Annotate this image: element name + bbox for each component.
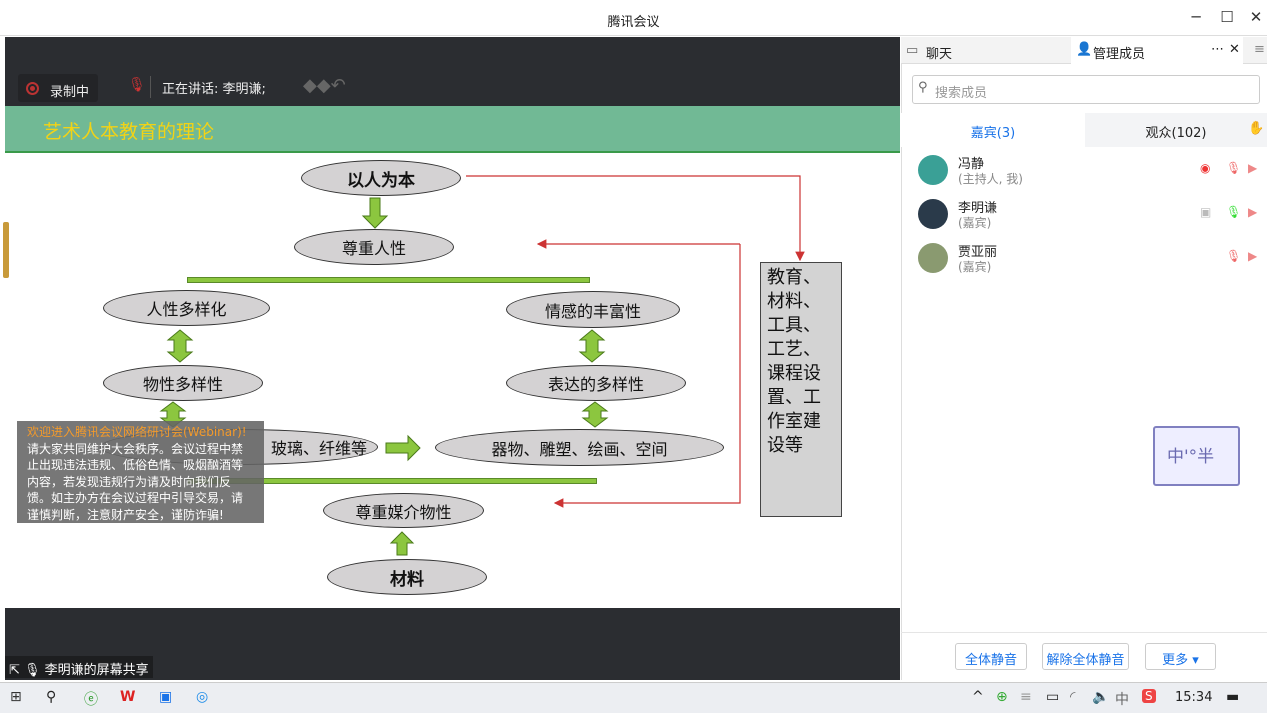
meeting-app-icon[interactable]: ▣ <box>159 689 173 705</box>
member-name: 冯静 <box>958 157 985 172</box>
wifi-icon[interactable]: ◜ <box>1070 689 1076 705</box>
node-respect-media: 尊重媒介物性 <box>323 493 484 528</box>
search-icon[interactable]: ⚲ <box>46 689 57 705</box>
tab-guests[interactable]: 嘉宾(3) <box>901 113 1085 147</box>
green-double-arrow <box>166 329 194 363</box>
notice-heading: 欢迎进入腾讯会议网络研讨会(Webinar)! <box>27 425 247 439</box>
raise-hand-icon[interactable]: ✋ <box>1248 121 1265 136</box>
node-human-diversity: 人性多样化 <box>103 290 270 326</box>
green-double-arrow <box>578 329 606 363</box>
annotation-tools-icon[interactable]: ◆◆↶ <box>303 75 346 96</box>
chat-icon: ▭ <box>906 43 919 58</box>
search-placeholder: 搜索成员 <box>935 86 988 101</box>
ime-indicator[interactable]: 中 <box>1115 692 1129 708</box>
recording-indicator[interactable]: 录制中 <box>18 74 98 102</box>
video-off-icon[interactable]: ▶ <box>1248 205 1258 219</box>
member-role: (嘉宾) <box>958 216 992 230</box>
recording-label: 录制中 <box>50 85 90 100</box>
screen-share-label: ⇱ 🎙 李明谦的屏幕共享 <box>5 656 153 678</box>
more-button[interactable]: 更多 ▾ <box>1145 643 1216 670</box>
green-bar <box>187 277 590 283</box>
webinar-notice: 欢迎进入腾讯会议网络研讨会(Webinar)! 请大家共同维护大会秩序。会议过程… <box>17 421 264 523</box>
taskbar: ⊞ ⚲ ⓔ W ▣ ◎ ^ ⊕ ≡ ▭ ◜ 🔈 中 S 15:34 ▬ <box>0 682 1267 713</box>
side-handle[interactable] <box>3 222 9 278</box>
record-icon <box>26 82 39 95</box>
node-respect-human: 尊重人性 <box>294 229 454 265</box>
avatar <box>918 243 948 273</box>
battery-icon[interactable]: ▭ <box>1046 689 1060 705</box>
member-role: (主持人, 我) <box>958 172 1023 186</box>
green-double-arrow <box>581 401 609 428</box>
search-icon: ⚲ <box>918 80 928 95</box>
green-arrow-down <box>361 197 389 229</box>
divider <box>901 632 1267 633</box>
start-icon[interactable]: ⊞ <box>10 689 22 705</box>
screen-share-icon: ▣ <box>1200 205 1212 219</box>
clock[interactable]: 15:34 <box>1175 690 1213 705</box>
more-icon[interactable]: ⋯ <box>1211 42 1224 57</box>
tab-chat-label: 聊天 <box>926 47 953 62</box>
unmute-all-button[interactable]: 解除全体静音 <box>1042 643 1129 670</box>
video-off-icon[interactable]: ▶ <box>1248 161 1258 175</box>
mic-muted-icon[interactable]: 🎙 <box>1226 161 1242 175</box>
mute-all-button[interactable]: 全体静音 <box>955 643 1027 670</box>
user-icon: 👤 <box>1076 42 1093 57</box>
resources-box: 教育、材料、工具、工艺、课程设置、工作室建设等 <box>760 262 842 517</box>
video-off-icon[interactable]: ▶ <box>1248 249 1258 263</box>
avatar <box>918 155 948 185</box>
diagram-connectors <box>159 175 805 556</box>
panel-close-icon[interactable]: ✕ <box>1229 42 1240 57</box>
node-material: 材料 <box>327 559 487 595</box>
minimize-button[interactable]: ─ <box>1191 8 1201 26</box>
ime-toolbar[interactable]: 中'°半 <box>1153 426 1240 486</box>
divider <box>150 76 151 98</box>
volume-icon[interactable]: 🔈 <box>1092 689 1110 705</box>
red-arrow <box>553 244 741 508</box>
maximize-button[interactable]: ☐ <box>1220 8 1234 26</box>
notification-icon[interactable]: ▬ <box>1226 689 1240 705</box>
slide-title: 艺术人本教育的理论 <box>43 121 215 143</box>
avatar <box>918 199 948 229</box>
node-expression: 表达的多样性 <box>506 365 686 401</box>
tray-expand-icon[interactable]: ^ <box>972 689 984 705</box>
slide-header: 艺术人本教育的理论 <box>5 106 900 153</box>
green-arrow-up <box>389 531 415 556</box>
member-role: (嘉宾) <box>958 260 992 274</box>
node-root: 以人为本 <box>301 160 461 196</box>
speaking-label: 正在讲话: 李明谦; <box>162 82 266 97</box>
member-row[interactable]: 李明谦 (嘉宾) ▣ 🎙 ▶ <box>918 196 1258 232</box>
tab-audience[interactable]: 观众(102) <box>1085 113 1267 147</box>
tray-notify-icon[interactable]: ≡ <box>1020 689 1032 705</box>
close-button[interactable]: ✕ <box>1249 8 1263 26</box>
notice-body: 请大家共同维护大会秩序。会议过程中禁止出现违法违规、低俗色情、吸烟酗酒等内容，若… <box>27 441 244 522</box>
mic-muted-icon: 🎙 <box>128 77 146 93</box>
node-works: 器物、雕塑、绘画、空间 <box>435 429 724 466</box>
recording-icon: ◉ <box>1200 161 1211 175</box>
share-label-text: 李明谦的屏幕共享 <box>44 663 149 678</box>
title-bar: 腾讯会议 ─ ☐ ✕ <box>0 0 1267 36</box>
tray-app-icon[interactable]: ⊕ <box>996 689 1008 705</box>
browser-icon[interactable]: ⓔ <box>84 692 98 708</box>
member-row[interactable]: 冯静 (主持人, 我) ◉ 🎙 ▶ <box>918 152 1258 188</box>
tab-members-label: 管理成员 <box>1093 47 1146 62</box>
member-name: 李明谦 <box>958 201 998 216</box>
mic-active-icon[interactable]: 🎙 <box>1226 205 1242 219</box>
window-title: 腾讯会议 <box>607 15 660 30</box>
member-row[interactable]: 贾亚丽 (嘉宾) 🎙 ▶ <box>918 240 1258 276</box>
red-arrow <box>466 175 805 262</box>
node-material-diversity: 物性多样性 <box>103 365 263 401</box>
sogou-icon[interactable]: S <box>1142 689 1156 703</box>
mic-muted-icon[interactable]: 🎙 <box>1226 249 1242 263</box>
member-search-input[interactable]: ⚲ 搜索成员 <box>912 75 1260 104</box>
member-name: 贾亚丽 <box>958 245 998 260</box>
tencent-meeting-icon[interactable]: ◎ <box>196 689 209 705</box>
tab-manage-members[interactable]: 👤管理成员 <box>1071 37 1243 64</box>
menu-icon[interactable]: ≡ <box>1254 42 1265 57</box>
node-emotion: 情感的丰富性 <box>506 291 680 328</box>
wps-icon[interactable]: W <box>120 689 136 705</box>
tab-chat[interactable]: ▭ 聊天 <box>904 37 1070 64</box>
green-arrow-right <box>385 434 421 462</box>
